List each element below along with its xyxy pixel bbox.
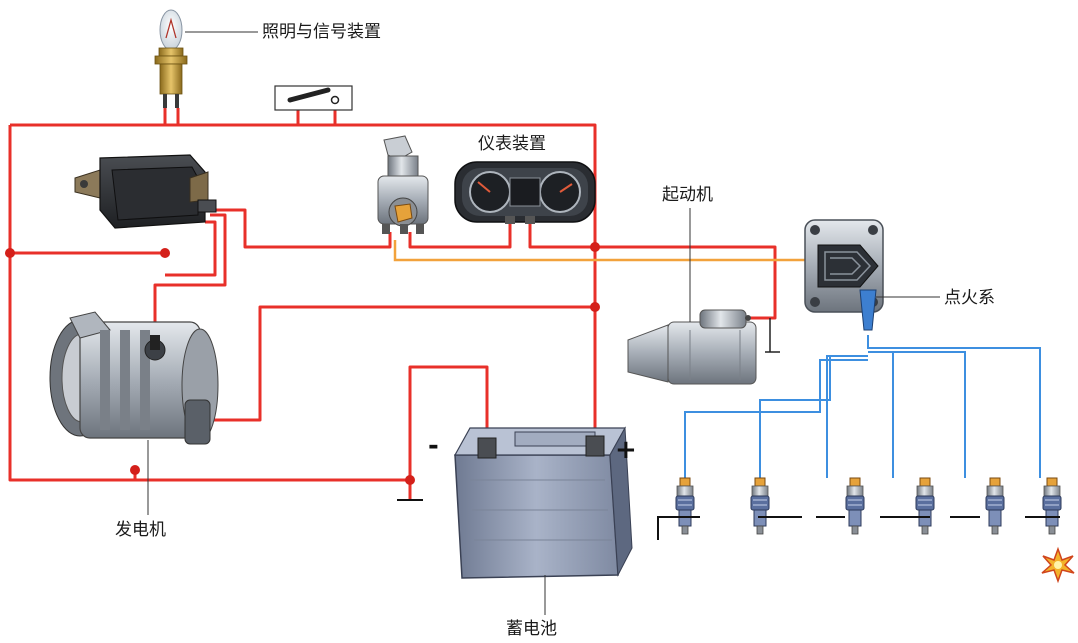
starter-label: 起动机 — [662, 185, 713, 205]
signal-wire — [393, 240, 810, 262]
spark-plug-icon — [1042, 477, 1062, 535]
spark-icon — [1041, 546, 1075, 584]
ignition-module-icon — [804, 219, 884, 331]
battery-negative-sign: - — [428, 431, 439, 461]
switch-icon — [274, 85, 353, 111]
spark-plug-row — [675, 477, 1062, 535]
ignition-label: 点火系 — [944, 288, 995, 308]
power-wires — [8, 108, 777, 500]
battery-positive-sign: + — [615, 435, 637, 465]
instrument-cluster-icon — [454, 161, 596, 224]
spark-plug-icon — [675, 477, 695, 535]
starter-motor-icon — [627, 309, 757, 385]
ignition-wires — [684, 335, 1041, 478]
spark-plug-icon — [915, 477, 935, 535]
spark-plug-icon — [750, 477, 770, 535]
alternator-icon — [49, 311, 219, 445]
starter-ground — [765, 318, 780, 353]
light-bulb-icon — [154, 9, 188, 108]
plug-grounds — [657, 516, 1060, 540]
voltage-regulator-icon — [74, 154, 217, 229]
junction-dots — [5, 242, 600, 485]
lighting-label: 照明与信号装置 — [262, 22, 381, 42]
battery-icon — [453, 426, 633, 579]
generator-label: 发电机 — [115, 520, 166, 540]
spark-plug-icon — [985, 477, 1005, 535]
instruments-label: 仪表装置 — [478, 134, 546, 154]
battery-label: 蓄电池 — [506, 619, 557, 639]
ignition-switch-icon — [377, 135, 429, 234]
spark-plug-icon — [845, 477, 865, 535]
